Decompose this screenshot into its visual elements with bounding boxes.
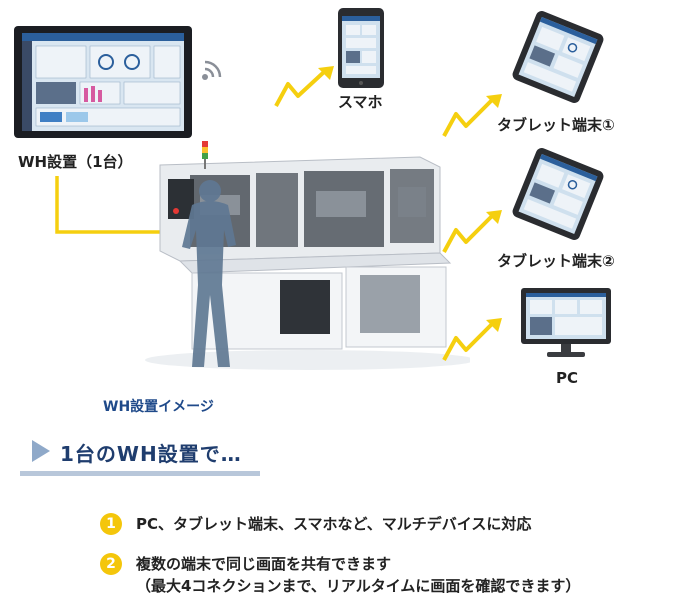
machine-caption: WH設置イメージ	[103, 399, 214, 415]
wifi-icon	[197, 54, 231, 84]
section-title: 1台のWH設置で…	[60, 442, 242, 466]
badge-2: 2	[100, 553, 122, 575]
machine-image	[120, 135, 470, 375]
wh-panel-device	[14, 26, 192, 138]
lightning-icon	[274, 66, 336, 108]
section-arrow-icon	[32, 440, 52, 462]
point-2-text-line1: 複数の端末で同じ画面を共有できます	[136, 555, 392, 573]
section-underline	[20, 471, 260, 476]
badge-1: 1	[100, 513, 122, 535]
smartphone-device	[338, 8, 384, 88]
tablet2-label: タブレット端末②	[497, 252, 615, 270]
tablet2-device	[508, 147, 608, 241]
connector-line	[55, 176, 205, 238]
pc-device	[521, 288, 611, 360]
wh-label: WH設置（1台）	[18, 153, 133, 171]
pc-label: PC	[556, 369, 579, 387]
lightning-icon	[442, 210, 504, 254]
point-2-text-line2: （最大4コネクションまで、リアルタイムに画面を確認できます）	[136, 577, 581, 595]
tablet1-label: タブレット端末①	[497, 116, 615, 134]
lightning-icon	[442, 318, 504, 362]
tablet1-device	[508, 10, 608, 104]
smartphone-label: スマホ	[338, 93, 383, 111]
lightning-icon	[442, 94, 504, 138]
point-1-text: PC、タブレット端末、スマホなど、マルチデバイスに対応	[136, 515, 532, 533]
